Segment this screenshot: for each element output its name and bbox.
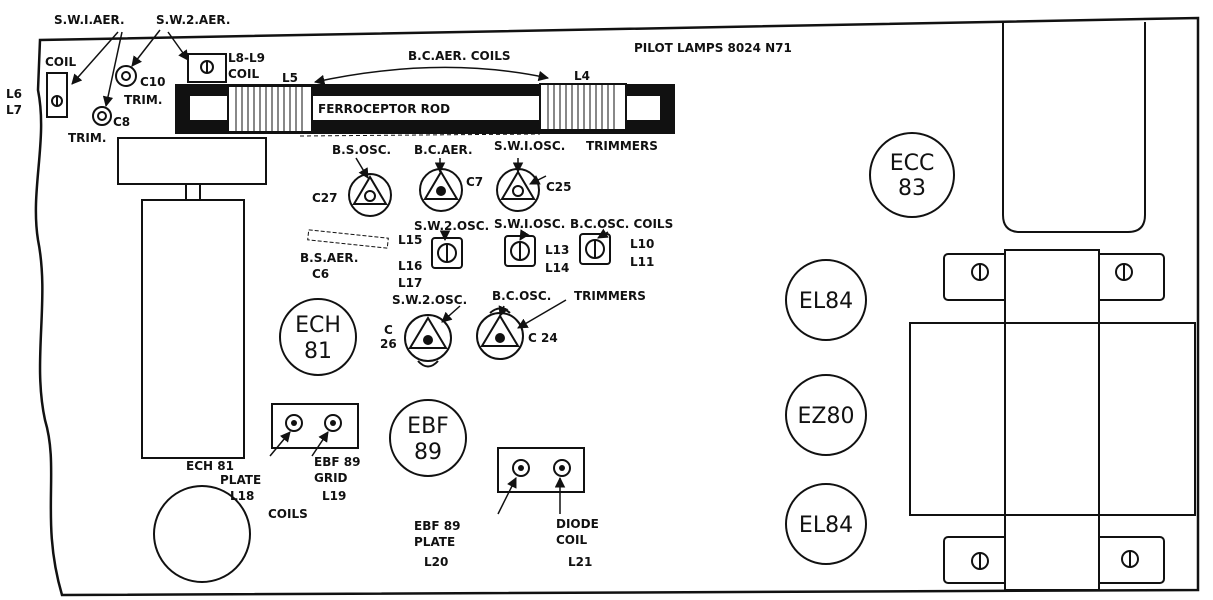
label-l4: L4 bbox=[574, 69, 590, 83]
tube-label-ech81-a: ECH bbox=[295, 313, 341, 338]
label-ech81-plate-b: PLATE bbox=[220, 473, 261, 487]
label-trimmers-top: TRIMMERS bbox=[586, 139, 658, 153]
label-coil-top: COIL bbox=[45, 55, 76, 69]
tube-label-el84-bottom: EL84 bbox=[799, 513, 853, 538]
label-sw1-osc-coil: S.W.I.OSC. bbox=[494, 217, 565, 231]
tube-label-ech81-b: 81 bbox=[304, 339, 332, 364]
tube-label-ez80: EZ80 bbox=[798, 404, 855, 429]
c8-trimmer bbox=[92, 106, 112, 126]
label-sw2-aer: S.W.2.AER. bbox=[156, 13, 230, 27]
label-ebf89-grid-a: EBF 89 bbox=[314, 455, 360, 469]
l15-l17-coil bbox=[431, 237, 463, 269]
label-bc-osc-trim: B.C.OSC. bbox=[492, 289, 551, 303]
label-diode-coil-b: COIL bbox=[556, 533, 587, 547]
label-sw1-osc: S.W.I.OSC. bbox=[494, 139, 565, 153]
tube-label-ecc83-a: ECC bbox=[890, 151, 935, 176]
l5-coil bbox=[227, 85, 313, 133]
gang-capacitor-body bbox=[141, 199, 245, 459]
filter-capacitor-can bbox=[1002, 22, 1146, 233]
label-bc-aer-coils: B.C.AER. COILS bbox=[408, 49, 511, 63]
ez80-tube bbox=[785, 374, 867, 456]
label-c10: C10 bbox=[140, 75, 166, 89]
gang-capacitor-top bbox=[117, 137, 267, 185]
l6-l7-coil bbox=[46, 72, 68, 118]
label-l13: L13 bbox=[545, 243, 569, 257]
label-coils-bottom: COILS bbox=[268, 507, 308, 521]
l8-l9-coil bbox=[187, 53, 227, 83]
tube-label-ebf89-b: 89 bbox=[414, 440, 442, 465]
label-c7: C7 bbox=[466, 175, 483, 189]
c7-trimmer bbox=[419, 168, 463, 212]
label-ebf89-plate-a: EBF 89 bbox=[414, 519, 460, 533]
c27-trimmer bbox=[348, 173, 392, 217]
label-l11: L11 bbox=[630, 255, 654, 269]
label-c27: C27 bbox=[312, 191, 338, 205]
label-l7: L7 bbox=[6, 103, 22, 117]
el84-tube-bottom bbox=[785, 483, 867, 565]
tube-label-el84-top: EL84 bbox=[799, 289, 853, 314]
c24-trimmer bbox=[476, 307, 524, 360]
label-ech81-plate-a: ECH 81 bbox=[186, 459, 234, 473]
label-l20: L20 bbox=[424, 555, 448, 569]
l10-l11-coil bbox=[579, 233, 611, 265]
label-bc-aer: B.C.AER. bbox=[414, 143, 473, 157]
label-l6: L6 bbox=[6, 87, 22, 101]
speaker-hole bbox=[153, 485, 251, 583]
label-l14: L14 bbox=[545, 261, 569, 275]
power-transformer bbox=[909, 249, 1196, 591]
label-ferroceptor-rod: FERROCEPTOR ROD bbox=[318, 102, 450, 116]
label-c8: C8 bbox=[113, 115, 130, 129]
label-l17: L17 bbox=[398, 276, 422, 290]
l18-l19-if-coil bbox=[271, 403, 359, 449]
label-l10: L10 bbox=[630, 237, 654, 251]
label-l18: L18 bbox=[230, 489, 254, 503]
label-c24: C 24 bbox=[528, 331, 558, 345]
label-ebf89-grid-b: GRID bbox=[314, 471, 348, 485]
label-ebf89-plate-b: PLATE bbox=[414, 535, 455, 549]
l4-coil bbox=[539, 83, 627, 131]
label-sw1-aer: S.W.I.AER. bbox=[54, 13, 125, 27]
ecc83-tube bbox=[869, 132, 955, 218]
label-trim-left: TRIM. bbox=[68, 131, 106, 145]
tube-label-ebf89-a: EBF bbox=[407, 414, 449, 439]
label-c6: C6 bbox=[312, 267, 329, 281]
label-l5: L5 bbox=[282, 71, 298, 85]
label-c26-a: C bbox=[384, 323, 393, 337]
label-l16: L16 bbox=[398, 259, 422, 273]
label-trimmers-mid: TRIMMERS bbox=[574, 289, 646, 303]
mounting-screw bbox=[971, 263, 1139, 570]
label-l21: L21 bbox=[568, 555, 592, 569]
ebf89-tube bbox=[389, 399, 467, 477]
c10-trimmer bbox=[115, 65, 137, 87]
label-c26-b: 26 bbox=[380, 337, 397, 351]
label-l15: L15 bbox=[398, 233, 422, 247]
l13-l14-coil bbox=[504, 235, 536, 267]
c6-capacitor bbox=[307, 229, 389, 249]
label-l8-l9: L8-L9 bbox=[228, 51, 265, 65]
label-sw2-osc-coil: S.W.2.OSC. bbox=[414, 219, 489, 233]
label-bs-aer: B.S.AER. bbox=[300, 251, 358, 265]
l20-l21-if-coil bbox=[497, 447, 585, 493]
label-l19: L19 bbox=[322, 489, 346, 503]
label-l8-coil: COIL bbox=[228, 67, 259, 81]
label-sw2-osc-trim: S.W.2.OSC. bbox=[392, 293, 467, 307]
label-bc-osc-coils: B.C.OSC. COILS bbox=[570, 217, 673, 231]
label-c25: C25 bbox=[546, 180, 572, 194]
ech81-tube bbox=[279, 298, 357, 376]
label-diode-coil-a: DIODE bbox=[556, 517, 599, 531]
label-c10-trim: TRIM. bbox=[124, 93, 162, 107]
c25-trimmer bbox=[496, 168, 540, 212]
el84-tube-top bbox=[785, 259, 867, 341]
label-bs-osc: B.S.OSC. bbox=[332, 143, 391, 157]
c26-trimmer bbox=[404, 314, 452, 368]
tube-label-ecc83-b: 83 bbox=[898, 176, 926, 201]
label-pilot-lamps: PILOT LAMPS 8024 N71 bbox=[634, 41, 792, 55]
chassis-outline bbox=[34, 16, 1200, 597]
